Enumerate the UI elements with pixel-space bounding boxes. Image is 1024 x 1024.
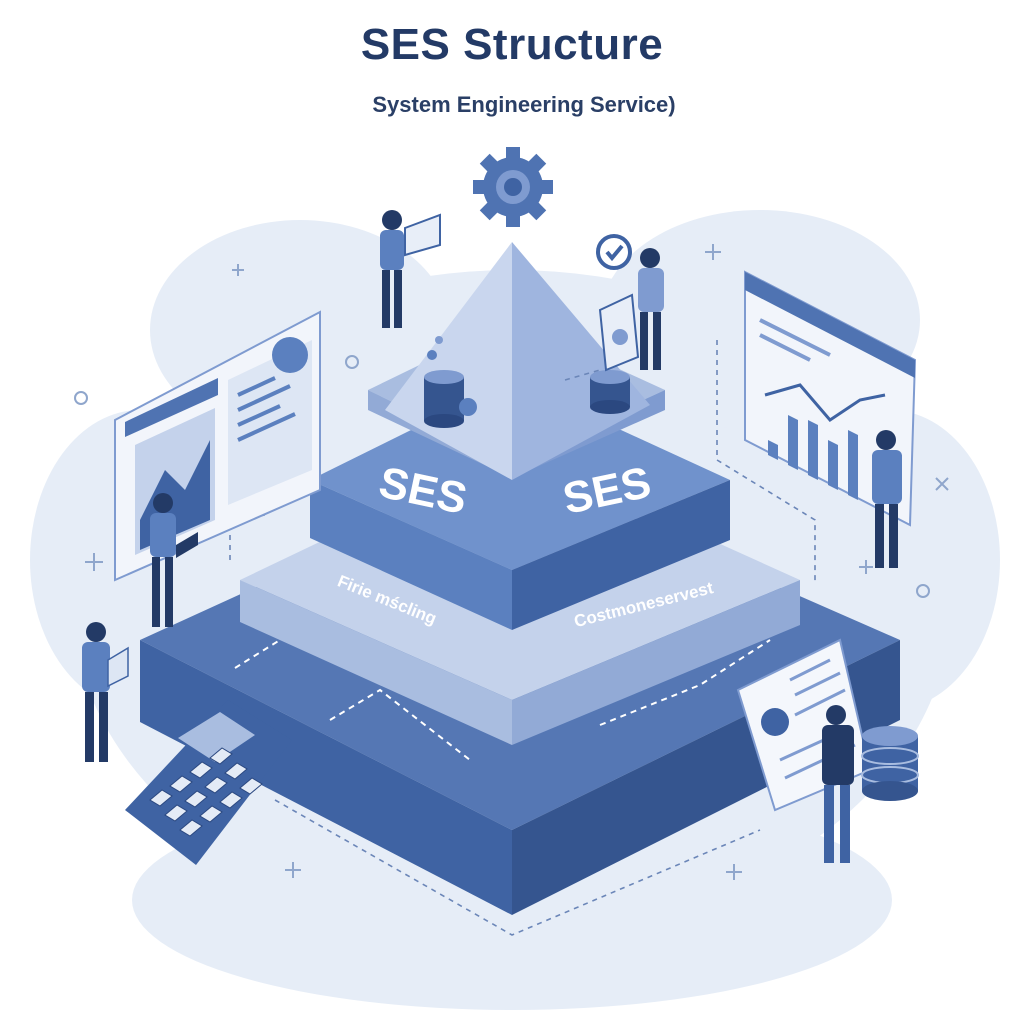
- gear-icon: [473, 147, 553, 227]
- check-circle-icon: [596, 234, 632, 270]
- person-right-chart: [872, 430, 902, 568]
- calculator-icon: [125, 700, 292, 865]
- database-icon: [861, 726, 919, 801]
- pyramid-apex: [385, 242, 650, 480]
- person-left-tablet: [150, 493, 198, 627]
- person-top-left: [380, 210, 441, 328]
- person-bottom-left: [82, 622, 129, 762]
- page-subtitle: System Engineering Service): [372, 92, 676, 117]
- page-title: SES Structure: [360, 20, 664, 69]
- person-bottom-right: [822, 705, 854, 863]
- person-top-right: [638, 248, 664, 370]
- server-stack-icon: [590, 293, 640, 414]
- sparkle-decorations: [74, 244, 949, 880]
- dashed-flow-lines: [234, 639, 771, 761]
- database-gear-icon: [424, 336, 477, 428]
